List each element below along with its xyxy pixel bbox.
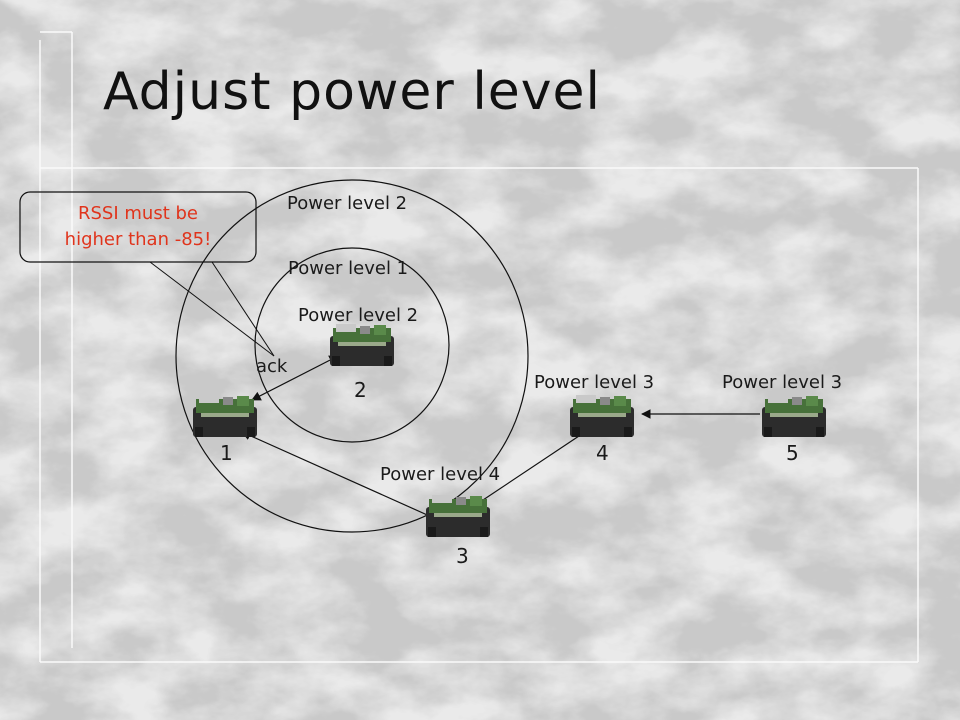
callout-pointer-right [211,261,275,357]
slide-title: Adjust power level [103,62,601,122]
node-2-power-label: Power level 2 [298,305,419,326]
callout-line-1: RSSI must be [78,203,198,224]
node-2-number: 2 [354,378,367,402]
callout-box [19,191,257,263]
node-5-number: 5 [786,441,799,465]
callout-line-2: higher than -85! [64,229,212,250]
callout-pointer-left [149,261,275,357]
node-4-number: 4 [596,441,609,465]
inner-ring-label: Power level 1 [288,258,409,279]
outer-ring-label: Power level 2 [287,193,408,214]
node-3-number: 3 [456,544,469,568]
node-3-power-label: Power level 4 [380,464,501,485]
ack-label: ack [256,356,288,377]
rssi-callout: RSSI must be higher than -85! [20,192,256,262]
arrow-3-to-1 [241,431,435,519]
node-4-power-label: Power level 3 [534,372,655,393]
node-5-power-label: Power level 3 [722,372,843,393]
arrow-4-to-3 [473,433,583,507]
sensor-node-4-icon [570,395,634,437]
sensor-node-2-icon [330,324,394,366]
ack-arrow [251,355,339,401]
node-1-number: 1 [220,441,233,465]
power-level-1-ring [254,247,450,443]
sensor-node-3-icon [426,495,490,537]
power-level-2-ring [175,179,529,533]
sensor-node-5-icon [762,395,826,437]
sensor-node-1-icon [193,395,257,437]
